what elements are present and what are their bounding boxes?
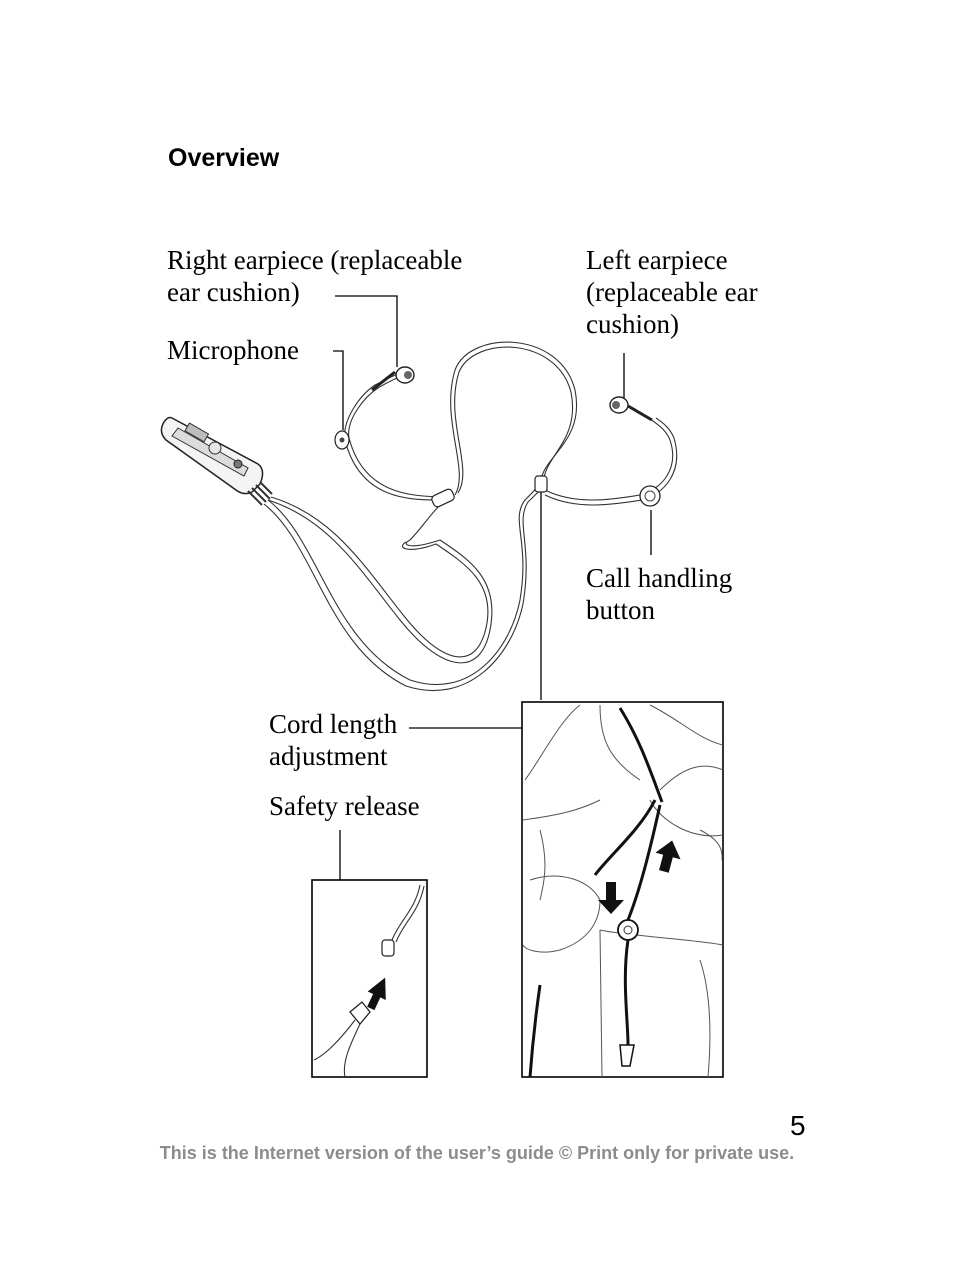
- call-handling-button-icon: [639, 485, 661, 507]
- safety-release-inset: [311, 879, 428, 1078]
- unit-button-icon: [208, 441, 222, 455]
- call-handling-button-label: Call handling button: [586, 563, 733, 625]
- safety-release-label: Safety release: [269, 791, 420, 821]
- arrow-down-icon: [598, 882, 624, 914]
- microphone-label: Microphone: [167, 335, 299, 365]
- arrow-up-icon: [655, 840, 681, 873]
- headset-cords: [263, 341, 678, 692]
- callout-leader-lines: [333, 295, 652, 880]
- cord-adjuster-icon: [534, 475, 548, 493]
- display-screen: [184, 422, 210, 443]
- left-earpiece-icon: [609, 396, 653, 422]
- microphone-leader: [333, 350, 344, 430]
- right-earpiece-icon: [371, 366, 415, 392]
- right-earpiece-leader: [335, 295, 398, 367]
- page-number: 5: [790, 1110, 806, 1141]
- left-earpiece-label: Left earpiece (replaceable ear cushion): [586, 245, 758, 339]
- page-heading: Overview: [168, 144, 280, 172]
- cord-length-adjustment-label: Cord length adjustment: [269, 709, 398, 771]
- headset-main-unit: [160, 416, 273, 506]
- arrow-up-icon: [367, 977, 386, 1011]
- cord-adjustment-inset: [521, 701, 724, 1078]
- footer-note: This is the Internet version of the user…: [159, 1143, 795, 1163]
- right-earpiece-label: Right earpiece (replaceable ear cushion): [167, 245, 463, 307]
- cord-junction-icon: [431, 488, 455, 508]
